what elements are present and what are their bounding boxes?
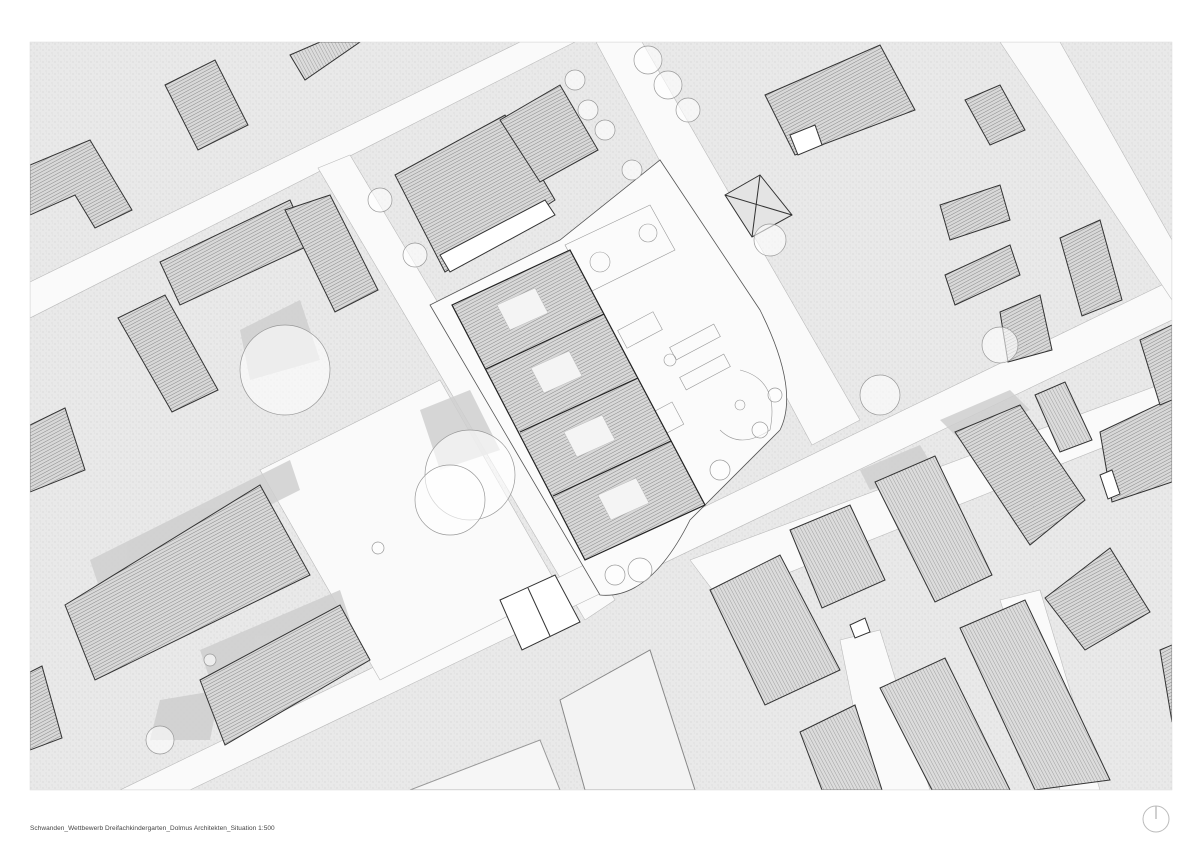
building (117, 294, 219, 413)
tree (414, 464, 486, 536)
building (764, 44, 916, 156)
building-annex (439, 199, 556, 273)
building (30, 139, 133, 229)
trees (145, 45, 1019, 755)
tree (367, 187, 393, 213)
building (874, 455, 993, 603)
tree (675, 97, 701, 123)
kindergarten-units (485, 313, 672, 497)
building (964, 84, 1026, 146)
shed-small (849, 617, 871, 639)
building (709, 554, 841, 706)
tree (371, 541, 385, 555)
kindergarten-site (429, 159, 788, 596)
building (1139, 324, 1172, 406)
building (944, 244, 1021, 306)
tree (751, 421, 769, 439)
tree (627, 557, 653, 583)
building (954, 404, 1086, 546)
tree (753, 223, 787, 257)
building (1034, 381, 1093, 453)
road-east (999, 42, 1172, 301)
building (879, 657, 1011, 790)
tree (145, 725, 175, 755)
tree (621, 159, 643, 181)
tree (604, 564, 626, 586)
building (1059, 219, 1123, 317)
skylights (496, 287, 650, 521)
building (1044, 547, 1151, 651)
buildings (30, 44, 1172, 790)
tree (564, 69, 586, 91)
building (799, 704, 883, 790)
plan-caption: Schwanden_Wettbewerb Dreifachkindergarte… (30, 825, 275, 832)
tree (653, 70, 683, 100)
tree (594, 119, 616, 141)
tree (767, 387, 783, 403)
building (64, 484, 311, 681)
building (164, 59, 249, 151)
tree (203, 653, 217, 667)
tree (239, 324, 331, 416)
building (939, 184, 1011, 241)
tree (577, 99, 599, 121)
building (289, 42, 361, 81)
building-south (559, 649, 696, 790)
tree (709, 459, 731, 481)
road-northwest (30, 42, 576, 319)
building (394, 114, 556, 273)
sports-court-south (409, 739, 561, 790)
building (30, 665, 63, 751)
building-annex (789, 124, 823, 156)
building (30, 407, 86, 493)
tree (633, 45, 663, 75)
shed (499, 574, 581, 651)
north-arrow-icon (1142, 805, 1170, 833)
shed-small (1099, 469, 1121, 500)
plan-frame (29, 41, 1173, 791)
building (959, 599, 1111, 790)
tree (981, 326, 1019, 364)
building (284, 194, 379, 313)
tree (859, 374, 901, 416)
building (199, 604, 371, 746)
building (499, 84, 599, 183)
building (789, 504, 886, 609)
building (1159, 644, 1172, 723)
tree (402, 242, 428, 268)
